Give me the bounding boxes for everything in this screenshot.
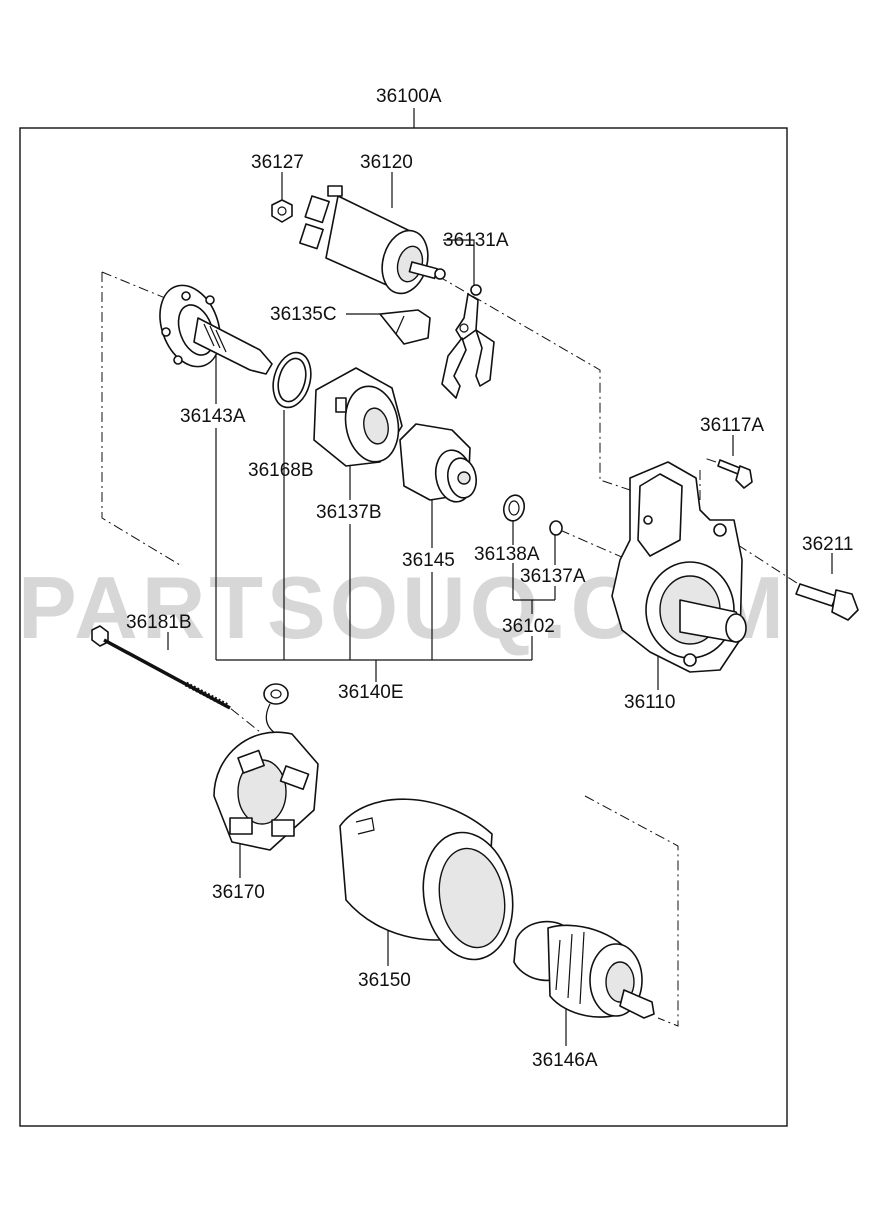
lever-36131A: [441, 284, 495, 399]
seal-ring-36168B: [272, 351, 312, 409]
label-36143A: 36143A: [180, 406, 246, 427]
yoke-36150: [339, 798, 514, 961]
front-housing-36110: [611, 461, 747, 673]
bolt-36211: [795, 583, 859, 621]
assembly-frame: [19, 127, 788, 1127]
brush-holder-36170: [213, 683, 319, 851]
label-36181B: 36181B: [126, 612, 192, 633]
label-36138A: 36138A: [474, 544, 540, 565]
armature-36146A: [513, 920, 655, 1019]
washer-36138A: [502, 494, 526, 522]
label-36140E: 36140E: [338, 682, 404, 703]
label-36137B: 36137B: [316, 502, 382, 523]
label-36168B: 36168B: [248, 460, 314, 481]
label-36127: 36127: [251, 152, 304, 173]
label-36145: 36145: [402, 550, 455, 571]
label-36110: 36110: [624, 692, 675, 713]
label-36146A: 36146A: [532, 1050, 598, 1071]
label-36100A: 36100A: [376, 86, 442, 107]
label-36211: 36211: [802, 534, 853, 555]
label-36102: 36102: [502, 616, 555, 637]
plunger-cap-36135C: [379, 309, 431, 345]
label-36150: 36150: [358, 970, 411, 991]
snap-ring-36137A: [549, 520, 563, 536]
through-bolt-36181B: [91, 625, 231, 710]
planetary-gear-36137B: [313, 367, 403, 467]
label-36117A: 36117A: [700, 415, 764, 436]
label-36120: 36120: [360, 152, 413, 173]
leader-lines: [167, 172, 833, 1046]
drive-shaft-36143A: [159, 284, 273, 375]
label-36170: 36170: [212, 882, 265, 903]
bolt-36117A: [717, 459, 753, 489]
solenoid-36120: [299, 185, 446, 295]
label-36137A: 36137A: [520, 566, 586, 587]
label-36131A: 36131A: [443, 230, 509, 251]
nut-36127: [271, 199, 293, 223]
label-36135C: 36135C: [270, 304, 337, 325]
pinion-clutch-36145: [399, 423, 478, 503]
